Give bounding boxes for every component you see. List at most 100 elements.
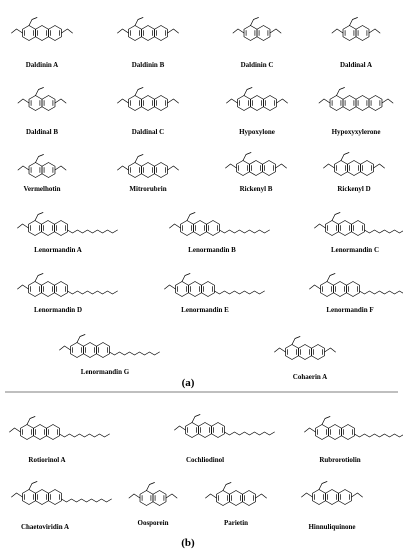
alkyl-chain [59, 433, 110, 438]
substituent [128, 493, 141, 499]
ring [242, 490, 256, 506]
alkyl-chain [61, 498, 112, 503]
ring [201, 281, 215, 297]
substituent [9, 427, 21, 433]
substituent [134, 154, 144, 163]
ring [154, 162, 168, 178]
alkyl-chain [364, 229, 403, 234]
substituent [134, 17, 144, 26]
substituent [331, 212, 341, 221]
substituent [28, 481, 38, 490]
substituent [331, 28, 344, 34]
structure-hinnuliquinone [301, 481, 363, 505]
substituent [117, 98, 129, 104]
substituent [191, 414, 201, 423]
structure-hypoxyxylerone [318, 87, 394, 111]
label-lenormandin-d: Lenormandin D [34, 306, 82, 314]
structure-cochliodinol [174, 414, 275, 438]
ring [46, 424, 60, 440]
structure-lenormandin-a [17, 212, 118, 236]
substituent [309, 284, 321, 290]
alkyl-chain [67, 290, 118, 295]
ring [48, 25, 62, 41]
substituent [323, 163, 335, 169]
substituent [321, 416, 331, 425]
structure-rickenyl-b [225, 152, 287, 176]
label-daldinal-c: Daldinal C [132, 128, 164, 136]
substituent [318, 98, 331, 104]
substituent [35, 154, 44, 163]
substituent [255, 493, 267, 499]
panel-a-tag: (a) [182, 377, 195, 389]
structure-chaetoviridin-a [11, 481, 112, 505]
structure-rotiorinol-a [9, 416, 110, 440]
substituent [232, 28, 245, 34]
ring [360, 160, 374, 176]
substituent [17, 223, 29, 229]
substituent [181, 273, 191, 282]
substituent [17, 284, 29, 290]
structure-daldinin-c [232, 17, 282, 41]
alkyl-chain [67, 229, 118, 234]
label-cohaerin-a: Cohaerin A [293, 373, 327, 381]
alkyl-chain [214, 290, 265, 295]
structure-rubrorotiolin [304, 416, 403, 440]
substituent [167, 165, 179, 171]
structure-mitrorubrin [117, 154, 179, 178]
substituent [167, 98, 179, 104]
ring [96, 342, 110, 358]
structure-daldinal-a [331, 17, 381, 41]
substituent [59, 345, 71, 351]
substituent [301, 492, 313, 498]
label-parietin: Parietin [224, 519, 248, 527]
label-lenormandin-f: Lenormandin F [326, 306, 373, 314]
substituent [336, 87, 345, 96]
label-oosporein: Oosporein [138, 519, 169, 527]
ring [355, 25, 370, 41]
substituent [167, 28, 179, 34]
substituent [205, 493, 217, 499]
structure-daldinin-a [11, 17, 73, 41]
substituent [368, 28, 381, 34]
structure-cohaerin-a [274, 336, 336, 360]
label-rotiorinol-a: Rotiorinol A [28, 456, 65, 464]
ring [256, 25, 271, 41]
ring [154, 25, 168, 41]
label-lenormandin-b: Lenormandin B [188, 246, 236, 254]
structure-daldinal-b [17, 87, 67, 111]
substituent [28, 17, 38, 26]
structure-lenormandin-d [17, 273, 118, 297]
substituent [318, 481, 328, 490]
structure-rickenyl-d [323, 152, 385, 176]
ring [262, 160, 276, 176]
ring [41, 95, 56, 111]
substituent [54, 98, 67, 104]
substituent [381, 98, 394, 104]
substituent [54, 165, 67, 171]
label-lenormandin-a: Lenormandin A [34, 246, 82, 254]
label-rubrorotiolin: Rubrorotiolin [319, 456, 360, 464]
label-lenormandin-e: Lenormandin E [181, 306, 229, 314]
substituent [222, 482, 232, 491]
substituent [117, 165, 129, 171]
substituent [274, 347, 286, 353]
label-daldinal-a: Daldinal A [340, 61, 372, 69]
structure-lenormandin-g [59, 334, 160, 358]
structure-lenormandin-c [314, 212, 403, 236]
substituent [169, 223, 181, 229]
substituent [164, 284, 176, 290]
label-cochliodinol: Cochliodinol [186, 456, 224, 464]
substituent [34, 212, 44, 221]
substituent [314, 223, 326, 229]
substituent [174, 425, 186, 431]
ring [54, 220, 68, 236]
substituent [276, 98, 288, 104]
substituent [35, 87, 44, 96]
substituent [11, 492, 23, 498]
substituent [226, 98, 238, 104]
ring [206, 220, 220, 236]
substituent [186, 212, 196, 221]
substituent [225, 163, 237, 169]
substituent [61, 28, 73, 34]
substituent [117, 28, 129, 34]
